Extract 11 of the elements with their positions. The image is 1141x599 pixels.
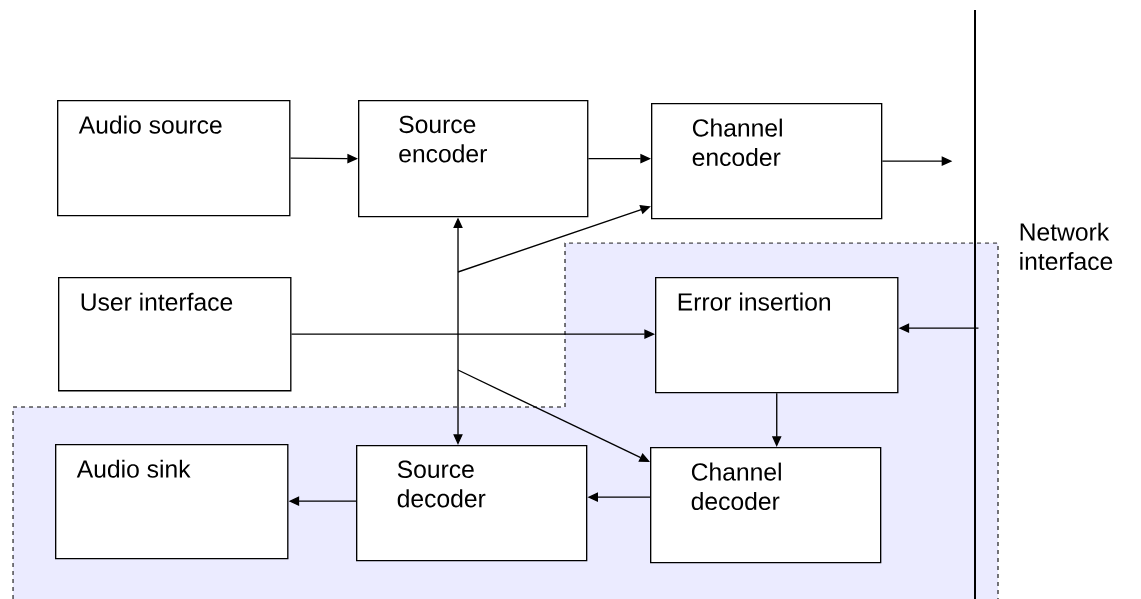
- process-box: Channel encoder: [651, 103, 883, 220]
- process-box: Audio source: [57, 100, 291, 217]
- process-box: Channel decoder: [650, 447, 882, 564]
- arrow: [457, 205, 651, 273]
- arrow: [457, 369, 650, 462]
- process-box: Error insertion: [655, 277, 899, 394]
- process-box: Source decoder: [356, 445, 588, 562]
- process-box: Source encoder: [358, 100, 589, 218]
- side-label: Network interface: [1020, 222, 1113, 271]
- process-box: Audio sink: [55, 444, 289, 560]
- process-box: User interface: [58, 277, 292, 392]
